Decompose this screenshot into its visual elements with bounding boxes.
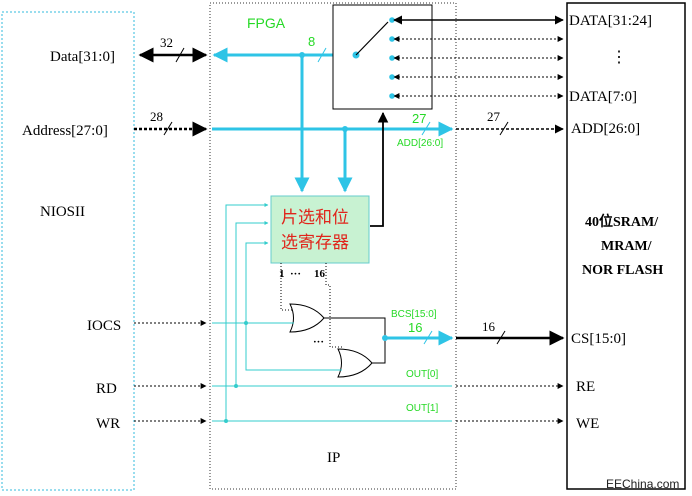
mem-port-add: ADD[26:0]	[571, 121, 640, 137]
address-out-width: 27	[412, 111, 426, 126]
rd-to-register	[235, 221, 269, 386]
gate-dots: ···	[313, 336, 324, 348]
nios-port-address: Address[27:0]	[22, 123, 108, 139]
mux-data-lines	[393, 15, 564, 99]
memory-title-3: NOR FLASH	[582, 263, 663, 278]
mux-node-2	[389, 36, 395, 42]
data-bus-inner-slash	[317, 47, 327, 63]
or-gate-16	[337, 348, 373, 378]
reg-output-last: 16	[314, 268, 326, 280]
fpga-title: FPGA	[247, 15, 286, 31]
mux-node-1	[389, 17, 395, 23]
mux-node-5	[389, 93, 395, 99]
bcs-label: BCS[15:0]	[391, 309, 437, 320]
register-label-1: 片选和位	[281, 208, 349, 228]
data-bus-inner-width: 8	[308, 34, 315, 49]
memory-block	[566, 2, 686, 490]
register-label-2: 选寄存器	[281, 233, 349, 253]
or-gate-1	[289, 303, 325, 333]
data-bus-slash	[175, 47, 185, 63]
memory-title-2: MRAM/	[601, 239, 653, 254]
wr-to-register	[225, 203, 269, 421]
mux-switch-arm	[355, 21, 389, 56]
reg-out-16-wire	[325, 263, 342, 348]
address-bus-width: 28	[150, 109, 163, 124]
data-bus-width: 32	[160, 35, 173, 50]
mem-port-we: WE	[576, 416, 599, 432]
gate-1-out	[324, 317, 386, 338]
add-signal-label: ADD[26:0]	[397, 138, 443, 149]
add-bus-memory-slash	[499, 121, 509, 136]
bcs-bus-slash	[423, 330, 433, 345]
mux-node-3	[389, 55, 395, 61]
iocs-junction	[244, 321, 248, 325]
fpga-block	[209, 2, 457, 490]
watermark: EEChina.com	[606, 477, 679, 491]
nios-port-wr: WR	[96, 416, 120, 432]
address-bus-slash	[163, 121, 173, 136]
cs-memory-width: 16	[482, 319, 496, 334]
cs-bus-slash	[496, 330, 506, 345]
iocs-to-gate-16	[245, 323, 342, 371]
mem-port-re: RE	[576, 379, 595, 395]
nios-port-rd: RD	[96, 381, 117, 397]
bcs-width: 16	[408, 320, 422, 335]
out1-label: OUT[1]	[406, 403, 438, 414]
gate-16-out	[372, 338, 386, 364]
reg-output-dots: ···	[290, 268, 301, 280]
mem-port-data-high: DATA[31:24]	[569, 13, 652, 29]
nios-title: NIOSII	[40, 204, 85, 220]
mem-port-data-low: DATA[7:0]	[569, 89, 637, 105]
iocs-to-register	[245, 241, 269, 323]
ip-label: IP	[327, 450, 340, 466]
nios-block	[1, 11, 135, 491]
reg-out-1-wire	[280, 263, 294, 311]
nios-port-data: Data[31:0]	[50, 49, 115, 65]
address-bus-fpga-slash	[421, 121, 431, 136]
control-fanout	[212, 203, 452, 422]
add-memory-width: 27	[487, 109, 501, 124]
out0-label: OUT[0]	[406, 369, 438, 380]
rd-junction	[234, 384, 238, 388]
mem-port-cs: CS[15:0]	[571, 331, 626, 347]
mux-node-4	[389, 74, 395, 80]
wr-junction	[224, 419, 228, 423]
mem-port-data-dots: ⋮	[611, 49, 627, 66]
reg-output-first: 1	[279, 268, 285, 280]
register-block	[270, 195, 370, 264]
nios-port-iocs: IOCS	[87, 318, 121, 334]
register-to-mux-control	[370, 111, 389, 227]
memory-title-1: 40位SRAM/	[585, 213, 659, 230]
